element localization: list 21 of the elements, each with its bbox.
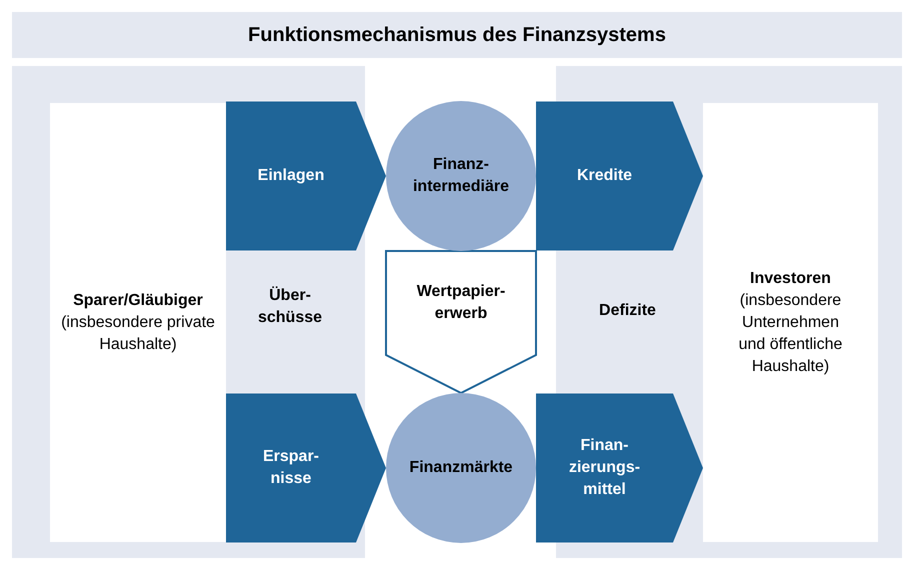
arrow-label: Wertpapier- erwerb: [416, 282, 506, 324]
panel-label: Über- schüsse: [256, 285, 324, 328]
node-label: Finanz- intermediäre: [412, 155, 510, 197]
arrow-label: Erspar- nisse: [262, 447, 320, 489]
chevron-arrow: [385, 250, 537, 394]
chevron-arrow: [226, 394, 386, 542]
arrow-label: Finan- zierungs- mittel: [568, 436, 642, 500]
arrow-label: Einlagen: [256, 166, 326, 186]
text-box: [703, 103, 878, 542]
chevron-arrow: [536, 394, 703, 542]
title: Funktionsmechanismus des Finanzsystems: [248, 24, 666, 46]
chevron-arrow: [226, 102, 386, 250]
description: (insbesondere private Haushalte): [60, 312, 216, 354]
node-label: Investoren: [749, 268, 832, 288]
panel-label: Defizite: [598, 301, 657, 321]
description: (insbesondere Unternehmen und öffentliche Haushalte): [738, 290, 844, 376]
node-label: Sparer/Gläubiger: [72, 290, 204, 310]
chevron-arrow: [536, 102, 703, 250]
arrow-label: Kredite: [576, 166, 634, 186]
node-label: Finanzmärkte: [408, 458, 514, 478]
text-box: [50, 103, 226, 542]
